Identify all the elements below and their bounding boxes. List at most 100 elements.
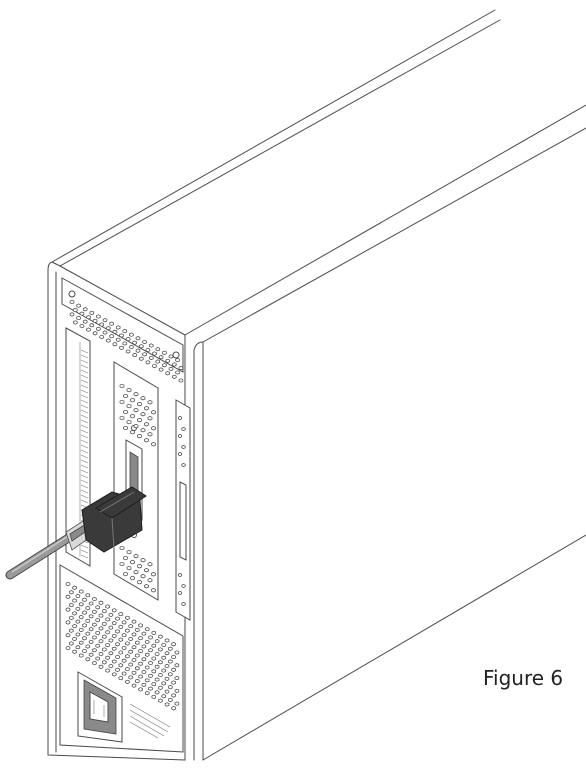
- vent-hole: [129, 332, 134, 337]
- slot-tooth: [80, 394, 89, 399]
- vent-hole: [85, 605, 91, 611]
- vent-hole: [126, 387, 132, 393]
- vent-hole: [144, 665, 150, 670]
- vent-hole: [174, 663, 180, 668]
- vent-hole: [131, 619, 137, 624]
- vent-hole: [148, 635, 153, 640]
- vent-hole: [151, 643, 157, 648]
- vent-hole: [92, 635, 97, 640]
- vent-hole: [78, 653, 84, 658]
- slot-tooth: [80, 389, 89, 394]
- vent-hole: [72, 611, 77, 616]
- front-panel-top-edge: [59, 265, 186, 336]
- vent-hole: [144, 678, 150, 683]
- vent-hole: [171, 706, 176, 711]
- vent-hole: [132, 340, 137, 345]
- connector-top: [95, 486, 147, 519]
- vent-hole: [115, 629, 120, 634]
- vent-hole: [111, 633, 117, 639]
- vent-hole: [148, 686, 153, 691]
- vent-hole: [144, 406, 149, 411]
- slot-tooth: [80, 499, 89, 504]
- vent-hole: [76, 315, 81, 321]
- vent-hole: [145, 360, 151, 365]
- vent-hole: [119, 345, 124, 350]
- vent-hole: [171, 654, 176, 660]
- vent-hole: [151, 426, 156, 431]
- vent-hole: [98, 626, 104, 631]
- vent-hole: [144, 691, 150, 696]
- vent-hole: [65, 633, 71, 638]
- vent-hole: [121, 658, 127, 663]
- vent-hole: [131, 657, 137, 663]
- vent-hole: [147, 578, 153, 583]
- vent-hole: [130, 559, 135, 565]
- vent-hole: [151, 630, 157, 636]
- vent-hole: [65, 581, 71, 587]
- vent-hole: [115, 667, 120, 672]
- enclosure-corner-curve: [193, 341, 204, 761]
- vent-hole: [151, 694, 157, 700]
- bracket-vent-holes: [119, 383, 156, 593]
- vent-hole: [123, 393, 128, 399]
- vent-hole: [125, 615, 130, 620]
- cable: [6, 533, 74, 579]
- vent-hole: [128, 649, 133, 654]
- vent-hole: [111, 659, 117, 664]
- vent-hole: [112, 342, 118, 347]
- vent-hole: [108, 612, 114, 617]
- vent-hole: [135, 678, 140, 684]
- vent-hole: [174, 675, 180, 681]
- vent-hole: [171, 642, 176, 647]
- vent-hole: [78, 640, 84, 645]
- vent-hole: [75, 619, 81, 624]
- right-slot-port: [179, 481, 187, 561]
- vent-hole: [130, 413, 135, 419]
- slot-tooth: [80, 374, 89, 379]
- vent-hole: [85, 618, 91, 623]
- vent-hole: [85, 644, 91, 649]
- vent-hole: [95, 618, 100, 623]
- vent-hole: [119, 415, 125, 421]
- vent-hole: [140, 411, 146, 417]
- vent-hole: [96, 314, 101, 319]
- slot-tooth: [80, 444, 89, 449]
- vent-hole: [161, 668, 166, 673]
- vent-hole: [138, 636, 143, 641]
- vent-hole: [128, 662, 133, 667]
- vent-hole: [141, 631, 147, 636]
- vent-hole: [108, 663, 114, 669]
- vent-hole: [135, 627, 140, 633]
- vent-hole: [154, 651, 160, 657]
- vent-hole: [92, 622, 97, 627]
- vent-hole: [168, 646, 173, 651]
- connector-edge: [111, 517, 115, 549]
- vent-hole: [133, 423, 139, 429]
- rating-label-line: [129, 703, 171, 728]
- vent-hole: [126, 419, 132, 425]
- vent-hole: [123, 425, 128, 431]
- vent-hole: [123, 571, 128, 577]
- vent-hole: [141, 669, 147, 675]
- vent-hole: [177, 452, 183, 456]
- vent-hole: [139, 356, 144, 361]
- vent-hole: [181, 463, 186, 467]
- slot-tooth: [80, 364, 89, 369]
- vent-hole: [65, 607, 71, 612]
- slot-tooth: [80, 359, 89, 364]
- vent-hole: [115, 616, 120, 621]
- slot-tooth: [80, 404, 89, 409]
- slot-tooth: [80, 454, 89, 459]
- vent-hole: [140, 573, 146, 579]
- vent-hole: [138, 687, 143, 692]
- vent-hole: [118, 663, 124, 668]
- vent-hole: [109, 334, 114, 339]
- vent-hole: [177, 416, 183, 420]
- vent-hole: [106, 338, 111, 343]
- vent-hole: [151, 656, 157, 661]
- vent-hole: [158, 685, 163, 690]
- vent-hole: [98, 651, 104, 657]
- vent-hole: [69, 590, 74, 595]
- enclosure-top-edge-inner: [59, 19, 501, 267]
